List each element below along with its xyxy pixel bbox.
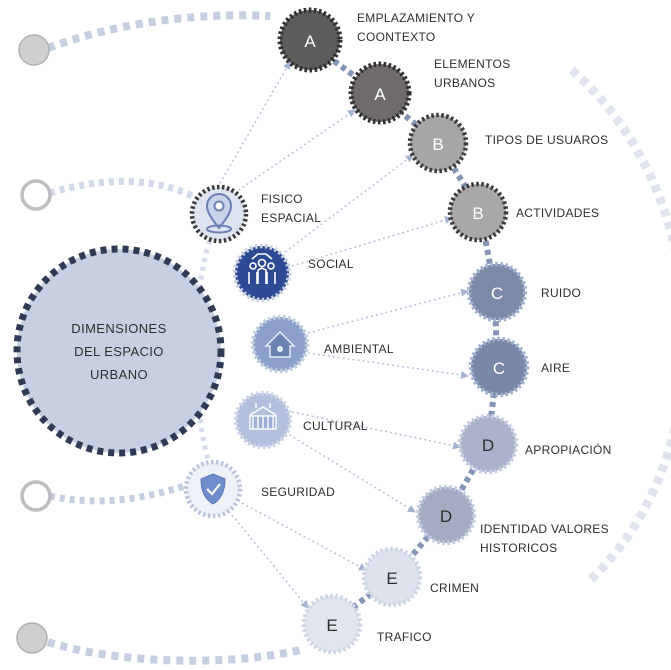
label-line: TIPOS DE USUAROS	[485, 133, 609, 147]
relation-arrows	[214, 61, 469, 609]
label-line: TRAFICO	[377, 630, 432, 644]
label-line: AMBIENTAL	[324, 342, 394, 356]
label-line: ESPACIAL	[261, 211, 322, 225]
heritage-building-icon	[249, 403, 277, 430]
arrow-seguridad-to-e1	[241, 502, 367, 571]
dimension-label-seguridad: SEGURIDAD	[261, 483, 335, 502]
dimension-node-cultural	[233, 390, 293, 450]
center-node	[13, 245, 225, 457]
factor-label-c1: RUIDO	[541, 284, 581, 303]
label-line: EMPLAZAMIENTO Y	[357, 11, 476, 25]
arc-top	[46, 11, 271, 52]
arrow-ambiental-to-c2	[307, 352, 469, 379]
label-line: URBANOS	[434, 76, 496, 90]
label-line: CULTURAL	[303, 419, 368, 433]
dimension-node-ambiental	[250, 314, 310, 374]
label-line: SOCIAL	[308, 257, 354, 271]
factor-node-a1: A	[277, 7, 343, 73]
label-line: FISICO	[261, 192, 303, 206]
label-line: HISTORICOS	[480, 541, 558, 555]
arrow-cultural-to-d1	[291, 411, 461, 450]
arrow-fisico-to-a2	[229, 109, 356, 197]
label-line: RUIDO	[541, 286, 582, 300]
location-pin-icon	[205, 193, 233, 234]
label-line: AIRE	[541, 361, 571, 375]
factor-letter: C	[491, 284, 503, 303]
arc-mid-upper	[48, 178, 198, 202]
factor-label-c2: AIRE	[541, 359, 570, 378]
arc-mid-lower	[49, 480, 192, 505]
arc-right	[569, 66, 671, 584]
arc-end-node	[18, 34, 50, 66]
factor-label-b2: ACTIVIDADES	[516, 204, 599, 223]
factor-node-a2: A	[348, 61, 412, 125]
arrow-ambiental-to-c1	[307, 288, 469, 334]
factor-node-d2: D	[415, 484, 477, 546]
dimension-node-seguridad	[183, 459, 243, 519]
center-title-line: URBANO	[90, 367, 148, 382]
factor-letter: A	[304, 32, 316, 51]
factor-chain-line	[303, 37, 501, 625]
factor-node-b2: B	[447, 181, 509, 243]
factor-label-e2: TRAFICO	[377, 628, 432, 647]
factor-letter: A	[374, 85, 386, 104]
factor-node-e1: E	[361, 546, 423, 608]
arrow-cultural-to-d2	[284, 431, 416, 513]
factor-label-d1: APROPIACIÓN	[525, 441, 612, 460]
arrow-seguridad-to-e2	[231, 514, 309, 609]
center-title-line: DEL ESPACIO	[74, 344, 164, 359]
dimension-label-ambiental: AMBIENTAL	[324, 340, 394, 359]
shield-check-icon	[200, 473, 226, 505]
center-title-line: DIMENSIONES	[71, 321, 166, 336]
house-icon	[264, 330, 296, 358]
label-line: CRIMEN	[430, 581, 480, 595]
arc-bottom	[46, 638, 301, 665]
dimension-label-social: SOCIAL	[308, 255, 354, 274]
label-line: COONTEXTO	[357, 30, 436, 44]
arc-end-node	[16, 622, 48, 654]
factor-node-c1: C	[466, 261, 528, 323]
label-line: IDENTIDAD VALORES	[480, 522, 609, 536]
factor-letter: D	[482, 436, 494, 455]
label-line: APROPIACIÓN	[525, 443, 612, 457]
factor-node-b1: B	[407, 112, 469, 174]
factor-letter: B	[472, 204, 483, 223]
dimension-node-fisico	[189, 184, 249, 244]
factor-label-d2: IDENTIDAD VALORES HISTORICOS	[480, 520, 609, 558]
arc-end-node	[20, 179, 52, 211]
label-line: SEGURIDAD	[261, 485, 336, 499]
label-line: ACTIVIDADES	[516, 206, 600, 220]
arrow-fisico-to-a1	[214, 61, 291, 193]
factor-letter: B	[432, 135, 443, 154]
dimension-node-social	[232, 243, 292, 303]
factor-node-e2: E	[301, 593, 363, 655]
factor-letter: E	[386, 569, 397, 588]
factor-label-a1: EMPLAZAMIENTO Y COONTEXTO	[357, 9, 475, 47]
factor-node-d1: D	[457, 413, 519, 475]
factor-letter: D	[440, 507, 452, 526]
label-line: ELEMENTOS	[434, 57, 511, 71]
factor-node-c2: C	[468, 336, 530, 398]
factor-label-e1: CRIMEN	[430, 579, 479, 598]
arc-end-nodes	[16, 34, 52, 654]
factor-letter: C	[493, 359, 505, 378]
arc-end-node	[20, 480, 52, 512]
arrow-social-to-b1	[284, 154, 414, 253]
dimension-label-cultural: CULTURAL	[303, 417, 368, 436]
factor-label-a2: ELEMENTOS URBANOS	[434, 55, 511, 93]
factor-letter: E	[326, 616, 337, 635]
factor-label-b1: TIPOS DE USUAROS	[485, 131, 609, 150]
dimension-label-fisico: FISICO ESPACIAL	[261, 190, 321, 228]
people-icon	[248, 253, 276, 284]
